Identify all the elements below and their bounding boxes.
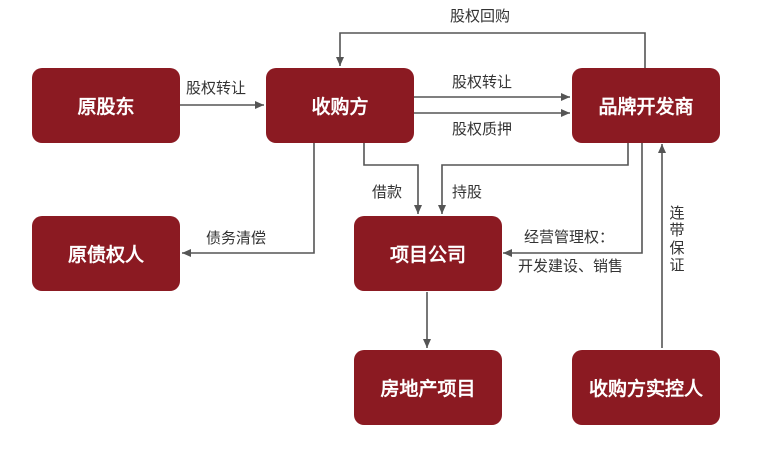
arrow-operation-rights [503,142,643,257]
node-brand-developer: 品牌开发商 [572,68,720,143]
label-equity-pledge: 股权质押 [452,120,513,138]
label-loan: 借款 [372,183,403,201]
node-acquirer: 收购方 [266,68,414,143]
label-operation-rights-line2: 开发建设、销售 [518,257,624,275]
label-equity-transfer-2: 股权转让 [452,73,513,91]
node-original-creditor: 原债权人 [32,216,180,291]
node-real-estate-project: 房地产项目 [354,350,502,425]
label-equity-transfer-1: 股权转让 [186,79,247,97]
label-shareholding: 持股 [452,183,483,201]
arrow-shareholding [438,142,629,214]
arrow-loan [363,142,422,214]
node-acquirer-controller: 收购方实控人 [572,350,720,425]
label-debt-repayment: 债务清偿 [206,229,267,247]
arrow-debt-repayment [182,142,315,257]
node-project-company: 项目公司 [354,216,502,291]
label-operation-rights-line1: 经营管理权： [524,228,615,246]
label-equity-buyback: 股权回购 [450,7,511,25]
node-original-shareholder: 原股东 [32,68,180,143]
label-joint-guarantee: 连带保证 [669,204,685,274]
arrow-equity-buyback [336,32,646,68]
